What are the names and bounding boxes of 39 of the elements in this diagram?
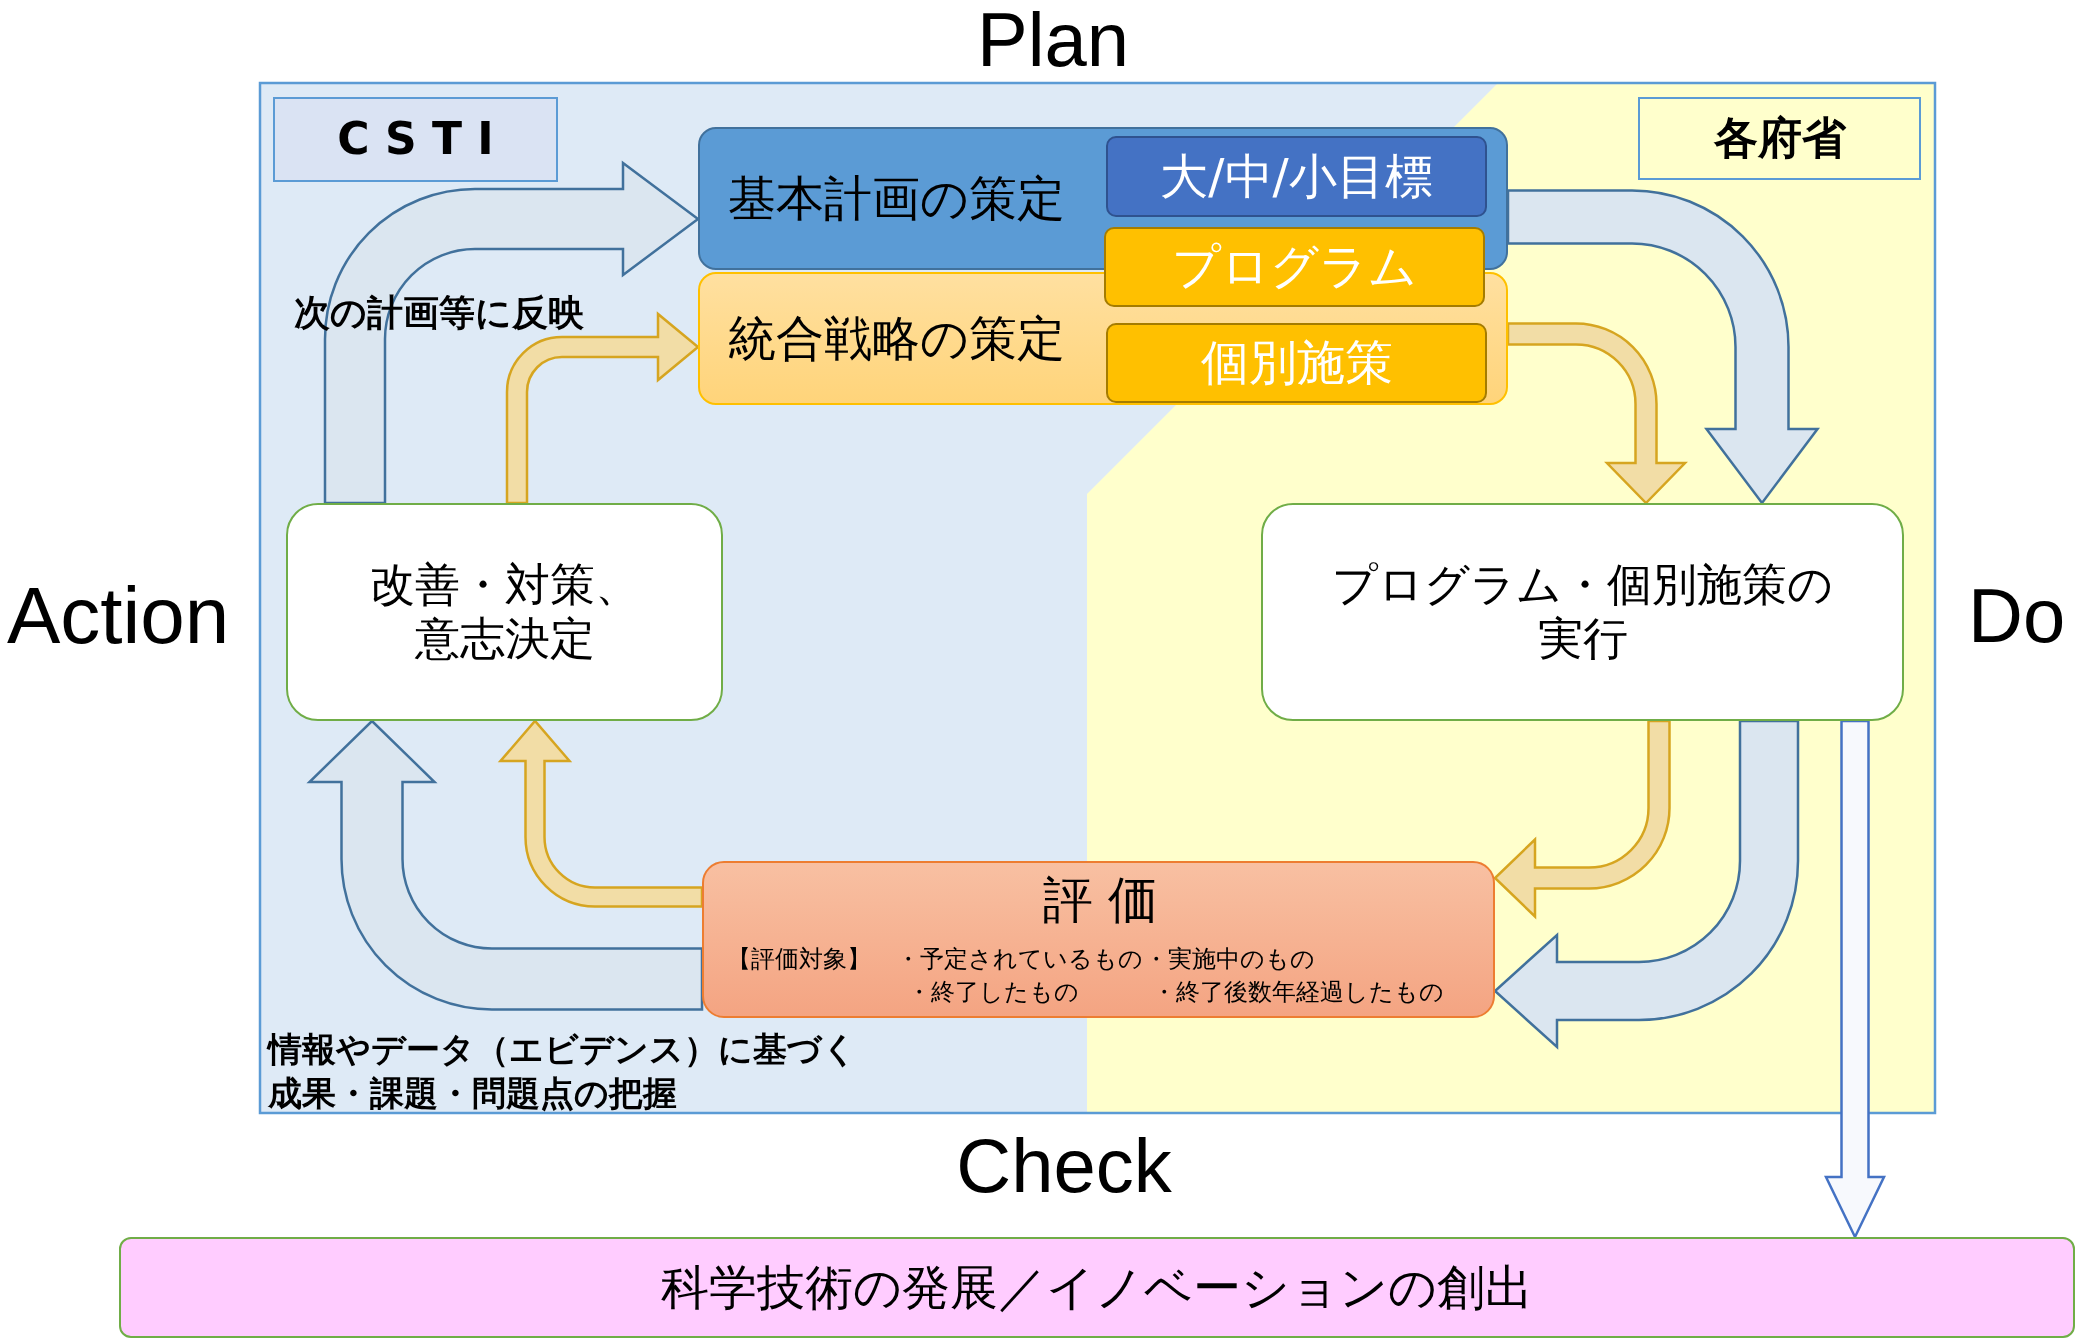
evaluation-box: [702, 861, 1495, 1018]
box-note: ・予定されているもの: [896, 944, 1143, 975]
outcome-bar: [119, 1237, 2075, 1338]
box-title: 評 価: [1041, 870, 1160, 931]
phase-label: Action: [7, 570, 230, 662]
annotation-text: 情報やデータ（エビデンス）に基づく成果・課題・問題点の把握: [268, 1028, 858, 1116]
phase-label: Do: [1968, 571, 2066, 660]
box-label: C S T I: [337, 113, 494, 166]
block-arrow: [323, 161, 700, 505]
block-arrow: [1824, 719, 1886, 1240]
block-arrow: [1506, 322, 1687, 505]
box-label: 大/中/小目標: [1160, 147, 1433, 206]
process-box: [286, 503, 723, 721]
measure-box: [1106, 323, 1487, 403]
box-label: 各府省: [1713, 112, 1846, 165]
box-label: 統合戦略の策定: [728, 309, 1065, 368]
block-arrow: [1506, 189, 1819, 505]
box-note: 【評価対象】: [727, 944, 871, 975]
block-arrow: [1493, 719, 1671, 918]
organization-box: [273, 97, 558, 182]
box-label: 基本計画の策定: [728, 169, 1065, 228]
box-note: ・実施中のもの: [1144, 944, 1315, 975]
program-box: [1104, 227, 1485, 307]
block-arrow: [1493, 719, 1800, 1049]
block-arrow: [308, 719, 704, 1011]
box-label: プログラム・個別施策の実行: [1331, 558, 1834, 666]
goal-box: [1106, 136, 1487, 217]
box-note: ・終了したもの: [907, 977, 1079, 1008]
phase-label: Check: [956, 1121, 1172, 1210]
box-note: ・終了後数年経過したもの: [1152, 977, 1444, 1008]
box-label: プログラム: [1172, 238, 1417, 296]
organization-box: [1638, 97, 1921, 180]
box-label: 改善・対策、意志決定: [368, 558, 641, 666]
phase-label: Plan: [976, 0, 1130, 84]
box-label: 個別施策: [1200, 334, 1393, 392]
box-label: 科学技術の発展／イノベーションの創出: [661, 1258, 1533, 1317]
process-box: [1261, 503, 1904, 721]
block-arrow: [499, 719, 704, 908]
block-arrow: [505, 312, 700, 505]
